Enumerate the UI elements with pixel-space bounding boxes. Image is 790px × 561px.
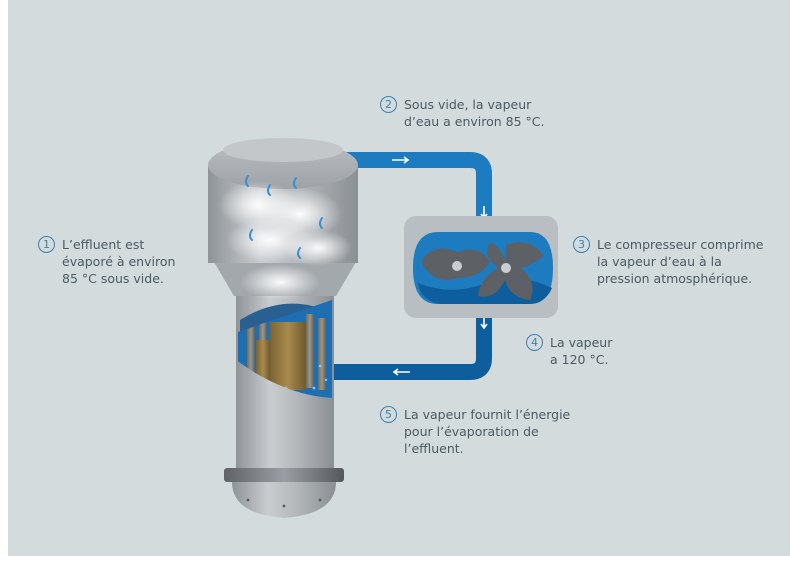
step-3-number: 3 bbox=[573, 236, 590, 253]
vapor-pipe-loop bbox=[332, 152, 492, 380]
diagram-background bbox=[8, 0, 790, 556]
step-2-number: 2 bbox=[380, 96, 397, 113]
steam-cloud bbox=[218, 175, 352, 300]
step-5-line: l’effluent. bbox=[404, 441, 464, 456]
step-4-label: 4 La vapeur a 120 °C. bbox=[526, 334, 612, 368]
step-1-line: 85 °C sous vide. bbox=[62, 271, 164, 286]
step-2-line: Sous vide, la vapeur bbox=[404, 97, 532, 112]
evaporator-vessel bbox=[208, 138, 358, 518]
step-2-line: d’eau a environ 85 °C. bbox=[404, 114, 545, 129]
step-4-line: a 120 °C. bbox=[550, 352, 609, 367]
step-5-line: pour l’évaporation de bbox=[404, 424, 539, 439]
step-4-line: La vapeur bbox=[550, 335, 613, 350]
step-4-number: 4 bbox=[526, 334, 543, 351]
rotor-left bbox=[421, 248, 490, 280]
step-1-number: 1 bbox=[38, 236, 55, 253]
compressor bbox=[404, 216, 558, 318]
step-5-line: La vapeur fournit l’énergie bbox=[404, 407, 571, 422]
step-3-line: Le compresseur comprime bbox=[597, 237, 764, 252]
step-3-line: la vapeur d’eau à la bbox=[597, 254, 722, 269]
step-2-label: 2 Sous vide, la vapeur d’eau a environ 8… bbox=[380, 96, 545, 130]
arrow-left-icon bbox=[392, 368, 410, 376]
rotor-right bbox=[478, 242, 544, 300]
step-1-line: évaporé à environ bbox=[62, 254, 176, 269]
step-1-label: 1 L’effluent est évaporé à environ 85 °C… bbox=[38, 236, 175, 287]
step-5-label: 5 La vapeur fournit l’énergie pour l’éva… bbox=[380, 406, 570, 457]
step-3-label: 3 Le compresseur comprime la vapeur d’ea… bbox=[573, 236, 763, 287]
arrow-right-icon bbox=[392, 156, 410, 164]
step-5-number: 5 bbox=[380, 406, 397, 423]
step-1-line: L’effluent est bbox=[62, 237, 145, 252]
step-3-line: pression atmosphérique. bbox=[597, 271, 753, 286]
